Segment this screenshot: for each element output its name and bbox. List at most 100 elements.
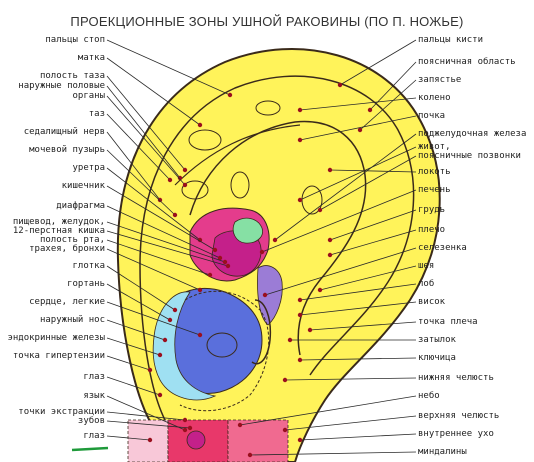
right-label-3: колено bbox=[418, 93, 451, 103]
right-label-8: локоть bbox=[418, 167, 451, 177]
point-left-23 bbox=[182, 417, 188, 423]
leader-right-9 bbox=[261, 189, 417, 253]
point-right-2 bbox=[357, 127, 363, 133]
left-label-7: мочевой пузырь bbox=[29, 145, 105, 155]
pelvis-sketch-2 bbox=[181, 180, 209, 200]
point-left-4 bbox=[182, 182, 188, 188]
point-left-19 bbox=[157, 352, 163, 358]
left-label-22: язык bbox=[83, 391, 105, 401]
point-left-25 bbox=[147, 437, 153, 443]
leader-left-17 bbox=[106, 301, 201, 336]
spine-sketch bbox=[230, 171, 250, 199]
left-label-24: зубов bbox=[77, 416, 105, 426]
leader-right-11 bbox=[329, 229, 417, 256]
antihelix bbox=[189, 120, 367, 356]
zone-green bbox=[232, 217, 263, 244]
leader-right-14 bbox=[299, 283, 417, 301]
leader-left-12 bbox=[106, 230, 229, 267]
right-label-6: живот, bbox=[418, 142, 451, 152]
left-label-8: уретра bbox=[72, 163, 105, 173]
leader-right-10 bbox=[329, 209, 417, 241]
right-label-14: лоб bbox=[418, 279, 435, 289]
right-label-1: поясничная область bbox=[418, 57, 516, 67]
leader-left-4 bbox=[106, 95, 186, 186]
leader-right-5 bbox=[274, 133, 417, 241]
left-label-9: кишечник bbox=[61, 181, 105, 191]
tongue-mark bbox=[186, 430, 206, 450]
point-right-10 bbox=[327, 237, 333, 243]
leader-left-2 bbox=[106, 75, 186, 171]
leader-left-21 bbox=[106, 376, 161, 396]
point-right-4 bbox=[297, 137, 303, 143]
right-label-23: миндалины bbox=[418, 447, 467, 457]
left-label-0: пальцы стоп bbox=[45, 35, 105, 45]
leader-left-25 bbox=[106, 435, 151, 441]
leader-left-22 bbox=[106, 395, 186, 431]
leader-left-14 bbox=[106, 248, 201, 291]
point-right-21 bbox=[282, 427, 288, 433]
point-right-17 bbox=[287, 337, 293, 343]
point-right-3 bbox=[297, 107, 303, 113]
leader-left-1 bbox=[106, 57, 201, 126]
right-label-15: висок bbox=[418, 297, 446, 307]
left-label-17: сердце, легкие bbox=[29, 297, 105, 307]
left-label-3: наружные половые bbox=[18, 81, 105, 91]
leader-left-5 bbox=[106, 113, 171, 181]
leader-right-23 bbox=[249, 451, 417, 456]
left-label-5: таз bbox=[88, 109, 105, 119]
point-left-15 bbox=[172, 307, 178, 313]
point-right-19 bbox=[282, 377, 288, 383]
zone-purple bbox=[257, 265, 283, 326]
leader-left-24 bbox=[106, 420, 191, 429]
leader-right-22 bbox=[299, 433, 417, 441]
leader-right-15 bbox=[299, 301, 417, 316]
right-label-9: печень bbox=[418, 185, 451, 195]
right-label-7: поясничные позвонки bbox=[418, 151, 521, 161]
point-left-11 bbox=[222, 259, 228, 265]
leader-right-12 bbox=[264, 247, 417, 296]
left-label-25: глаз bbox=[83, 431, 105, 441]
leader-left-7 bbox=[106, 149, 176, 216]
point-right-14 bbox=[297, 297, 303, 303]
left-label-6: седалищный нерв bbox=[23, 127, 105, 137]
point-left-10 bbox=[217, 255, 223, 261]
leader-left-13 bbox=[106, 239, 211, 276]
point-right-16 bbox=[307, 327, 313, 333]
antihelix-crus bbox=[174, 124, 301, 186]
right-label-0: пальцы кисти bbox=[418, 35, 484, 45]
point-right-0 bbox=[337, 82, 343, 88]
left-label-19: эндокринные железы bbox=[7, 333, 105, 343]
point-left-2 bbox=[182, 167, 188, 173]
point-left-5 bbox=[167, 177, 173, 183]
leader-left-8 bbox=[106, 167, 201, 241]
point-left-6 bbox=[157, 197, 163, 203]
leader-left-0 bbox=[106, 39, 231, 96]
point-left-3 bbox=[177, 175, 183, 181]
leader-right-3 bbox=[299, 97, 417, 111]
point-right-7 bbox=[317, 207, 323, 213]
point-right-13 bbox=[317, 287, 323, 293]
point-right-9 bbox=[259, 249, 265, 255]
point-right-1 bbox=[367, 107, 373, 113]
point-right-18 bbox=[297, 357, 303, 363]
point-left-24 bbox=[187, 425, 193, 431]
right-label-10: грудь bbox=[418, 205, 446, 215]
leader-left-3 bbox=[106, 85, 181, 179]
helix-rim bbox=[139, 75, 415, 421]
left-label-16: гортань bbox=[67, 279, 105, 289]
point-left-20 bbox=[147, 367, 153, 373]
point-left-9 bbox=[212, 247, 218, 253]
left-label-14: трахея, бронхи bbox=[29, 244, 105, 254]
point-right-11 bbox=[327, 252, 333, 258]
point-left-0 bbox=[227, 92, 233, 98]
leader-left-6 bbox=[106, 131, 161, 201]
right-label-16: точка плеча bbox=[418, 317, 478, 327]
left-label-15: глотка bbox=[72, 261, 105, 271]
left-label-18: наружный нос bbox=[39, 315, 105, 325]
leader-right-21 bbox=[284, 415, 417, 431]
right-label-13: шея bbox=[418, 261, 435, 271]
left-label-21: глаз bbox=[83, 372, 105, 382]
left-label-12: 12-перстная кишка bbox=[12, 226, 105, 236]
leader-right-6 bbox=[299, 146, 417, 201]
